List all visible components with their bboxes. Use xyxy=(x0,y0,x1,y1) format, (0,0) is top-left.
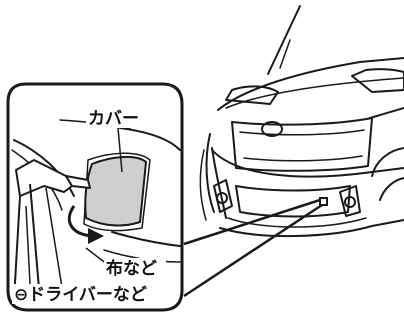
cloth-label: 布など xyxy=(106,258,157,279)
callout-connector-lines xyxy=(183,198,323,298)
screwdriver-label: ⊖ドライバーなど xyxy=(14,285,147,305)
curved-arrow-icon xyxy=(68,205,104,244)
tow-hook-cover xyxy=(84,156,148,227)
car-front-illustration xyxy=(199,5,404,238)
tow-hook-location-marker xyxy=(319,197,328,206)
cover-label: カバー xyxy=(88,109,139,129)
screwdriver-tool xyxy=(13,159,91,301)
